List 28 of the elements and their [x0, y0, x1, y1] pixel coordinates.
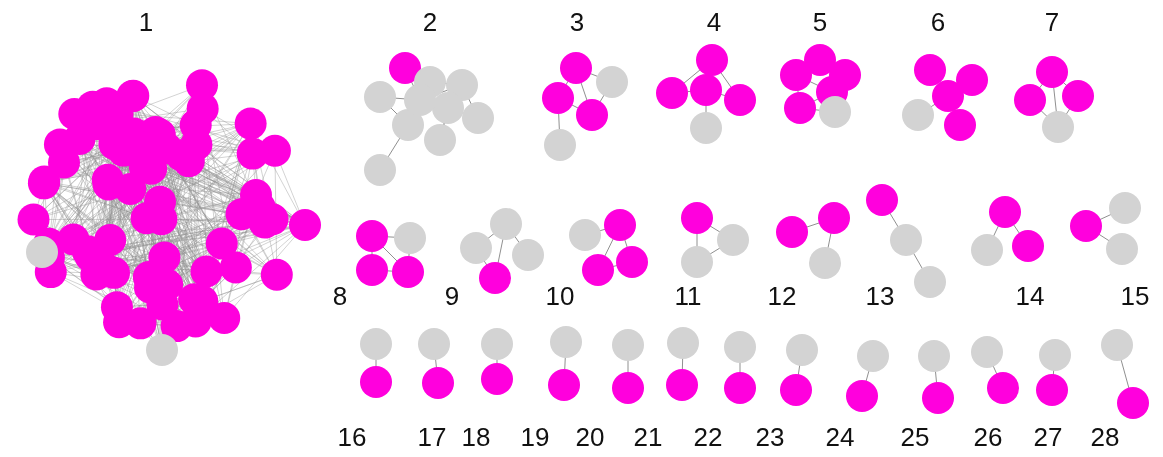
- cluster-number: 18: [461, 422, 491, 452]
- cluster-number: 5: [812, 7, 828, 37]
- cluster-number: 20: [575, 422, 605, 452]
- cluster-number: 12: [767, 281, 797, 311]
- cluster-number: 2: [422, 7, 438, 37]
- cluster-number: 23: [755, 422, 785, 452]
- cluster-number: 24: [825, 422, 855, 452]
- cluster-number: 10: [545, 281, 575, 311]
- cluster-number: 19: [520, 422, 550, 452]
- cluster-number: 21: [633, 422, 663, 452]
- cluster-number: 15: [1120, 281, 1150, 311]
- cluster-number: 8: [332, 281, 348, 311]
- cluster-number: 3: [569, 7, 585, 37]
- cluster-number: 13: [865, 281, 895, 311]
- cluster-number: 26: [973, 422, 1003, 452]
- cluster-number: 14: [1015, 281, 1045, 311]
- cluster-number: 16: [337, 422, 367, 452]
- cluster-number: 1: [138, 7, 154, 37]
- cluster-number: 4: [706, 7, 722, 37]
- cluster-number: 28: [1090, 422, 1120, 452]
- cluster-number: 6: [930, 7, 946, 37]
- cluster-number: 9: [444, 281, 460, 311]
- cluster-number: 11: [674, 281, 702, 311]
- cluster-number: 25: [900, 422, 930, 452]
- cluster-number: 27: [1033, 422, 1063, 452]
- cluster-number: 17: [417, 422, 447, 452]
- cluster-number: 7: [1044, 7, 1060, 37]
- cluster-number: 22: [693, 422, 723, 452]
